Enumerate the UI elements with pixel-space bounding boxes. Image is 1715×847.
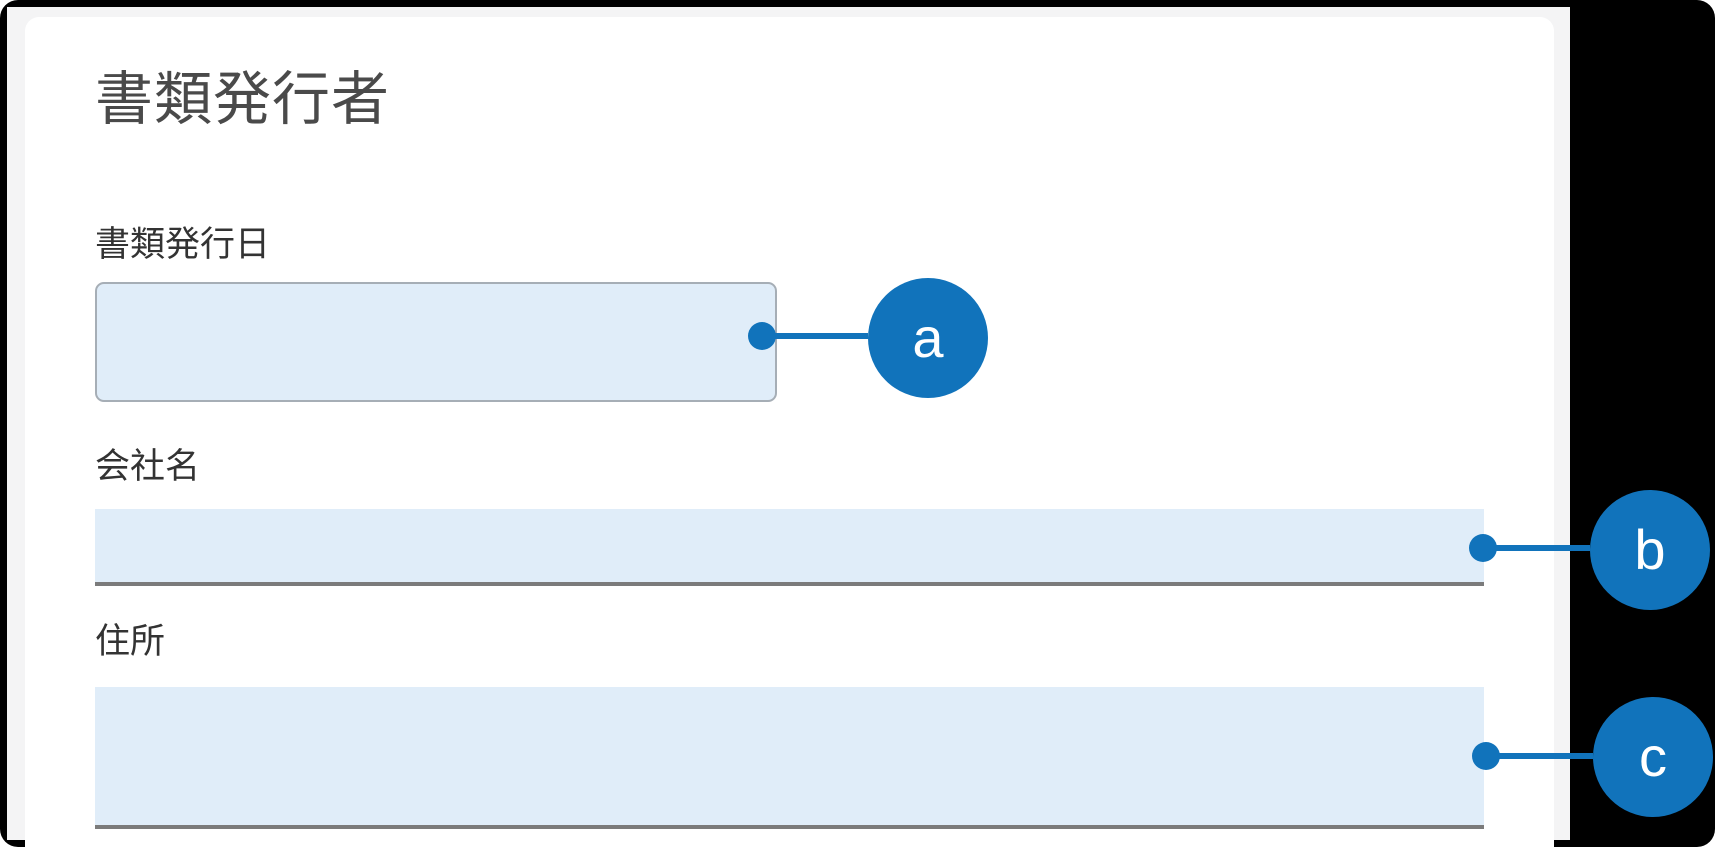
issue-date-input[interactable]	[95, 282, 777, 402]
section-heading: 書類発行者	[95, 67, 391, 132]
connector-line-b	[1483, 545, 1590, 551]
connector-line-a	[762, 333, 868, 339]
address-textarea[interactable]	[95, 687, 1484, 829]
company-name-input[interactable]	[95, 509, 1484, 586]
annotation-marker-a: a	[868, 278, 988, 398]
connector-line-c	[1486, 753, 1593, 759]
annotation-marker-c: c	[1593, 697, 1713, 817]
company-name-label: 会社名	[95, 447, 201, 486]
address-label: 住所	[95, 622, 166, 661]
issue-date-label: 書類発行日	[95, 225, 271, 264]
annotation-marker-b: b	[1590, 490, 1710, 610]
form-section-card: 書類発行者 書類発行日 会社名 住所	[25, 17, 1554, 847]
page-background: 書類発行者 書類発行日 会社名 住所	[7, 7, 1570, 847]
